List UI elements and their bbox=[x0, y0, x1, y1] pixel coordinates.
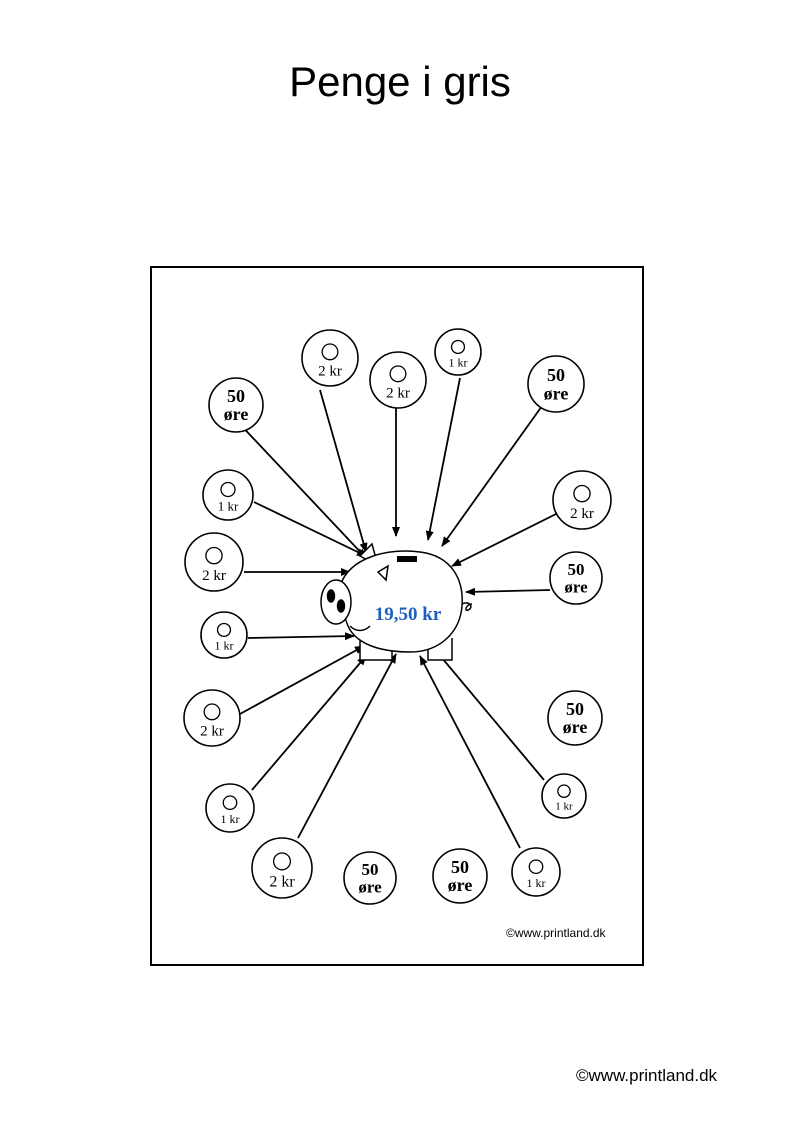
coin-value: øre bbox=[563, 717, 588, 737]
pig-back-foot bbox=[427, 638, 453, 661]
coin-value: 50 bbox=[568, 560, 585, 579]
coin: 2 kr bbox=[369, 351, 427, 409]
page-title: Penge i gris bbox=[289, 58, 511, 105]
arrow bbox=[235, 419, 367, 559]
coin: 2 kr bbox=[183, 689, 241, 747]
coin-value: 50 bbox=[451, 857, 469, 877]
coin-hole bbox=[272, 852, 292, 871]
arrow bbox=[465, 587, 551, 596]
arrow bbox=[247, 632, 355, 641]
coin-value: 2 kr bbox=[202, 568, 226, 584]
coin: 2 kr bbox=[301, 329, 359, 387]
coin: 1 kr bbox=[511, 847, 561, 897]
arrow bbox=[419, 655, 521, 849]
coin-hole bbox=[216, 622, 232, 638]
coin-outline bbox=[549, 551, 603, 605]
coin-hole bbox=[220, 481, 236, 498]
coin-value: 1 kr bbox=[527, 876, 546, 890]
arrow bbox=[251, 655, 367, 791]
pig-nostril-left bbox=[326, 589, 336, 603]
arrow bbox=[319, 389, 368, 553]
arrow bbox=[441, 405, 543, 547]
coin: 1 kr bbox=[202, 469, 254, 521]
coin: 2 kr bbox=[552, 470, 612, 530]
coin-hole bbox=[205, 546, 223, 565]
coin-hole bbox=[528, 859, 544, 875]
coin: 2 kr bbox=[251, 837, 313, 899]
piggy-bank bbox=[320, 542, 473, 661]
coin-outline bbox=[432, 848, 488, 904]
pig-coin-slot bbox=[397, 556, 417, 562]
pig-nostril-right bbox=[336, 599, 346, 613]
coin-value: øre bbox=[358, 877, 382, 896]
coin-value: øre bbox=[564, 577, 588, 596]
coin-hole bbox=[389, 365, 407, 383]
coin-value: øre bbox=[448, 875, 473, 895]
coin-value: 50 bbox=[547, 365, 565, 385]
coin-outline bbox=[343, 851, 397, 905]
coin-value: 50 bbox=[362, 860, 379, 879]
coin-value: øre bbox=[224, 404, 249, 424]
coin-hole bbox=[203, 703, 221, 721]
footer-credit: ©www.printland.dk bbox=[576, 1066, 718, 1085]
coin-hole bbox=[450, 339, 466, 355]
coin-value: 1 kr bbox=[218, 499, 239, 514]
coin: 1 kr bbox=[200, 611, 248, 659]
worksheet-credit: ©www.printland.dk bbox=[506, 926, 606, 940]
pig-body bbox=[339, 550, 463, 653]
coin-value: 2 kr bbox=[200, 723, 224, 739]
coin-hole bbox=[573, 484, 591, 503]
coin-outline bbox=[527, 355, 585, 413]
coin-outline bbox=[547, 690, 603, 746]
arrow bbox=[253, 501, 367, 557]
coin: 1 kr bbox=[541, 773, 587, 819]
pig-smile bbox=[349, 625, 371, 632]
coin-value: 1 kr bbox=[215, 638, 234, 652]
worksheet-frame bbox=[150, 266, 644, 966]
coin-outline bbox=[208, 377, 264, 433]
arrow bbox=[425, 377, 461, 541]
coin-hole bbox=[557, 784, 571, 798]
coin-hole bbox=[321, 343, 339, 361]
coin-value: 2 kr bbox=[318, 363, 342, 379]
coin-value: 2 kr bbox=[269, 874, 295, 891]
arrow bbox=[297, 653, 397, 839]
coin-value: 2 kr bbox=[386, 385, 410, 401]
coin: 2 kr bbox=[184, 532, 244, 592]
total-amount: 19,50 kr bbox=[375, 604, 442, 625]
coin-value: øre bbox=[544, 383, 569, 403]
coin-value: 50 bbox=[227, 386, 245, 406]
arrow bbox=[431, 645, 545, 781]
arrows-layer bbox=[235, 377, 561, 849]
pig-tail bbox=[461, 602, 473, 612]
coin: 1 kr bbox=[205, 783, 255, 833]
pig-eye bbox=[376, 564, 389, 582]
coin-hole bbox=[222, 795, 238, 811]
coin: 1 kr bbox=[434, 328, 482, 376]
coin-value: 50 bbox=[566, 699, 584, 719]
coin-value: 2 kr bbox=[570, 506, 594, 522]
coin-value: 1 kr bbox=[449, 355, 468, 369]
coin-value: 1 kr bbox=[555, 801, 573, 813]
arrow bbox=[239, 645, 365, 715]
arrow bbox=[451, 511, 561, 567]
coin-value: 1 kr bbox=[221, 812, 240, 826]
